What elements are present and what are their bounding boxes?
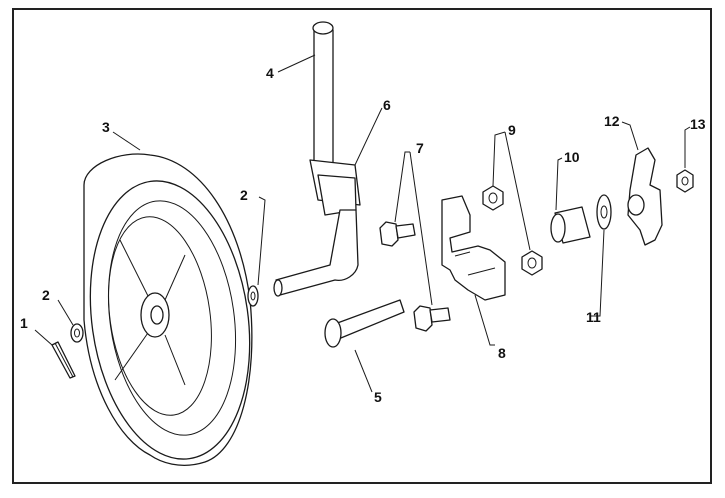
leader-lines: [34, 54, 691, 393]
cotter-pin-icon: [51, 341, 76, 379]
callout-7: 7: [416, 140, 424, 156]
bracket-icon: [441, 195, 506, 301]
callout-12: 12: [604, 113, 620, 129]
nut-icon: [482, 185, 504, 211]
callout-10: 10: [564, 149, 580, 165]
bolt-icon: [379, 221, 416, 247]
washer-icon: [70, 323, 84, 343]
washer-icon: [247, 285, 259, 307]
callout-9: 9: [508, 122, 516, 138]
bolt-icon: [413, 305, 451, 332]
washer-icon: [596, 194, 612, 230]
callout-5: 5: [374, 389, 382, 405]
callout-2-left: 2: [42, 287, 50, 303]
callout-2-upper: 2: [240, 187, 248, 203]
nut-icon: [676, 169, 694, 193]
callout-8: 8: [498, 345, 506, 361]
callout-3: 3: [102, 119, 110, 135]
callout-13: 13: [690, 116, 706, 132]
callout-4: 4: [266, 65, 274, 81]
handle-icon: [273, 21, 361, 297]
nut-icon: [521, 250, 543, 276]
wheel-icon: [83, 153, 253, 466]
bolt-icon: [324, 299, 405, 348]
wing-knob-icon: [627, 147, 663, 246]
callout-11: 11: [586, 309, 601, 325]
spacer-icon: [550, 206, 591, 244]
callout-6: 6: [383, 97, 391, 113]
callout-1: 1: [20, 315, 28, 331]
